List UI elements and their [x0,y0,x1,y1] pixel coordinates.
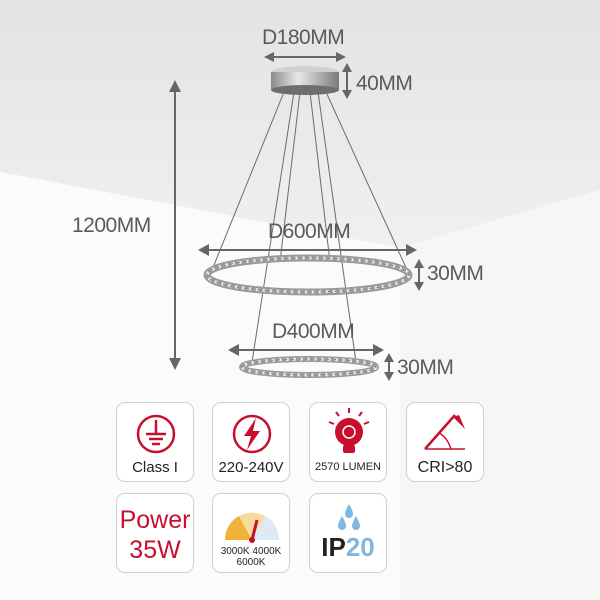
ceiling [0,0,600,248]
small-ring-height-label: 30MM [397,356,454,379]
small-ring-diameter-label: D400MM [272,320,355,343]
small-crystal-ring [239,356,379,378]
large-ring-height-label: 30MM [427,262,484,285]
left-wall [0,172,400,600]
ground-class-icon [136,414,176,454]
color-temperature-line2: 6000K [236,557,266,568]
lumen-bulb-icon [328,408,370,453]
ip-prefix: IP [321,532,346,562]
ip-value: 20 [345,532,375,562]
dimension-arrows [169,52,424,381]
voltage-label: 220-240V [218,459,284,476]
total-height-label: 1200MM [72,214,151,237]
lumen-card: 2570 LUMEN [309,402,387,482]
color-temperature-line1: 3000K 4000K [220,546,282,557]
large-crystal-ring [203,254,413,296]
power-label-line1: Power [119,506,191,534]
voltage-card: 220-240V [212,402,290,482]
right-wall [400,190,600,600]
cri-label: CRI>80 [417,459,473,476]
canopy-bottom [271,85,339,95]
color-temperature-card: 3000K 4000K 6000K [212,493,290,573]
ip-rating-label: IP20 [310,532,386,563]
voltage-bolt-icon [232,414,272,454]
large-ring-diameter-label: D600MM [268,220,351,243]
lumen-label: 2570 LUMEN [314,461,382,473]
canopy-height-label: 40MM [356,72,413,95]
power-card: Power 35W [116,493,194,573]
canopy-body [271,72,339,90]
power-label-line2: 35W [129,536,181,564]
canopy-diameter-label: D180MM [262,26,345,49]
class-label: Class I [132,459,178,476]
cri-angle-icon [424,414,465,450]
class-card: Class I [116,402,194,482]
cri-card: CRI>80 [406,402,484,482]
suspension-wires [211,91,409,363]
water-drops-icon [338,504,360,530]
color-temperature-gauge-icon [224,512,280,543]
ip-rating-card: IP20 [309,493,387,573]
